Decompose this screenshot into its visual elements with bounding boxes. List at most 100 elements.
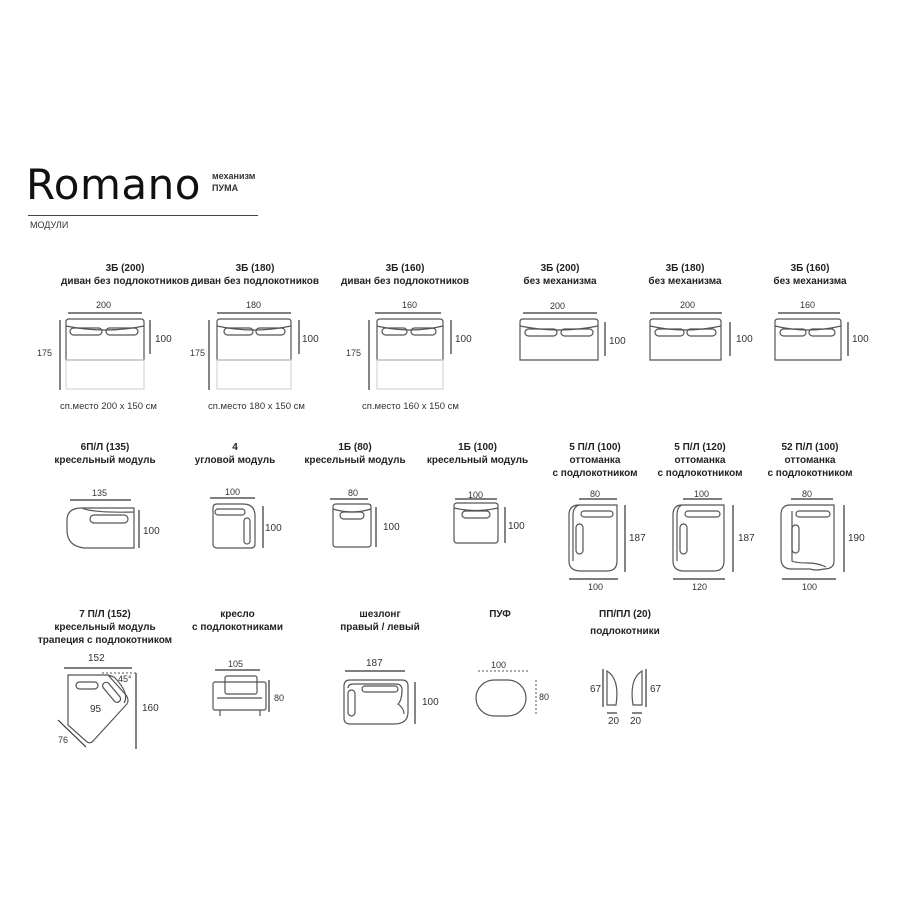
width-dim: 100: [225, 487, 241, 497]
open-depth-dim: 175: [37, 348, 53, 358]
depth-dim: 187: [629, 533, 646, 544]
depth-dim: 100: [143, 526, 160, 537]
module-desc: с подлокотниками: [192, 622, 283, 633]
module-code: 3Б (200): [105, 263, 145, 274]
right-height-dim: 67: [650, 684, 662, 695]
module-card: 3Б (160) без механизма: [755, 262, 865, 288]
module-code: 1Б (80): [338, 442, 372, 453]
module-desc: без механизма: [773, 276, 847, 287]
module-card: 3Б (180) без механизма: [630, 262, 740, 288]
depth-dim: 80: [539, 692, 550, 702]
sofa-drawing: [368, 312, 452, 390]
depth-dim: 100: [265, 523, 282, 534]
module-desc: без механизма: [523, 276, 597, 287]
brand-title: Romano: [26, 160, 201, 209]
module-card: 3Б (180) диван без подлокотников: [185, 262, 325, 288]
ottoman-drawing: [780, 498, 845, 580]
width-dim: 200: [96, 300, 112, 310]
width-dim: 80: [802, 489, 813, 499]
width-dim: 200: [680, 300, 696, 310]
sleep-area-note: сп.место 180 х 150 см: [208, 401, 305, 412]
pouf-drawing: [475, 670, 537, 717]
width-dim: 105: [228, 659, 244, 669]
module-code: 7 П/Л (152): [79, 609, 131, 620]
module-desc: угловой модуль: [194, 455, 276, 466]
open-depth-dim: 175: [346, 348, 362, 358]
module-code: 3Б (160): [385, 263, 425, 274]
module-desc2: с подлокотником: [767, 468, 853, 479]
width-dim: 100: [491, 660, 507, 670]
module-desc: кресельный модуль: [426, 455, 529, 466]
module-code: ПУФ: [489, 609, 511, 620]
module-card: 1Б (100) кресельный модуль: [420, 441, 535, 467]
width-dim: 160: [800, 300, 816, 310]
module-card: 6П/Л (135) кресельный модуль: [40, 441, 170, 467]
sleep-area-note: сп.место 200 х 150 см: [60, 401, 157, 412]
left-width-dim: 20: [608, 716, 620, 727]
open-depth-dim: 175: [190, 348, 206, 358]
sofa-drawing: [519, 312, 606, 361]
module-code: 5 П/Л (120): [674, 442, 726, 453]
depth-dim: 100: [736, 334, 753, 345]
width-dim: 80: [590, 489, 601, 499]
module-code: 3Б (160): [790, 263, 830, 274]
module-desc2: трапеция с подлокотником: [37, 635, 173, 646]
header-divider: [28, 215, 258, 216]
width-dim: 100: [694, 489, 710, 499]
module-card: шезлонг правый / левый: [325, 608, 435, 634]
section-title: МОДУЛИ: [30, 220, 69, 230]
sofa-drawing: [649, 312, 731, 361]
armchair-module-drawing: [453, 498, 506, 544]
depth-dim: 100: [302, 334, 319, 345]
width-dim: 187: [366, 658, 383, 669]
mechanism-label: механизм: [212, 171, 256, 181]
sofa-drawing: [59, 312, 151, 390]
module-card: ПУФ: [470, 608, 530, 621]
ottoman-drawing: [568, 498, 626, 580]
module-desc: диван без подлокотников: [340, 276, 470, 287]
width-dim: 80: [348, 488, 359, 498]
module-code: 1Б (100): [458, 442, 497, 453]
module-desc: оттоманка: [674, 455, 726, 466]
depth-dim: 187: [738, 533, 755, 544]
module-card: 3Б (200) диван без подлокотников: [40, 262, 210, 288]
side-dim: 76: [58, 735, 69, 745]
armrests-drawing: [602, 669, 647, 714]
module-card: 4 угловой модуль: [185, 441, 285, 467]
width-dim: 135: [92, 488, 108, 498]
module-code: кресло: [220, 609, 255, 620]
width-dim: 200: [550, 301, 566, 311]
module-card: 5 П/Л (120) оттоманка с подлокотником: [645, 441, 755, 480]
module-desc[interactable]: подлокотники: [590, 626, 660, 637]
sleep-area-note: сп.место 160 х 150 см: [362, 401, 459, 412]
depth-dim: 190: [848, 533, 865, 544]
module-desc: кресельный модуль: [54, 622, 156, 633]
sofa-drawing: [774, 312, 849, 361]
module-code: 3Б (180): [235, 263, 275, 274]
sofa-drawing: [208, 312, 300, 390]
module-code: 6П/Л (135): [80, 442, 130, 453]
module-desc2: с подлокотником: [552, 468, 638, 479]
bottom-width-dim: 100: [802, 582, 818, 592]
corner-module-drawing: [210, 497, 264, 549]
depth-dim: 100: [508, 521, 525, 532]
depth-dim: 100: [455, 334, 472, 345]
mechanism-value: ПУМА: [212, 183, 239, 193]
module-desc: правый / левый: [340, 622, 420, 633]
module-code: 3Б (200): [540, 263, 580, 274]
module-card: 3Б (200) без механизма: [500, 262, 620, 288]
depth-dim: 80: [274, 693, 285, 703]
module-code: 5 П/Л (100): [569, 442, 621, 453]
depth-dim: 100: [383, 522, 400, 533]
module-card: 3Б (160) диван без подлокотников: [335, 262, 475, 288]
module-desc: оттоманка: [569, 455, 621, 466]
width-dim: 152: [88, 653, 105, 664]
ottoman-drawing: [672, 498, 734, 580]
module-code: ПП/ПЛ (20): [599, 609, 651, 620]
module-code: 3Б (180): [665, 263, 705, 274]
module-card: 1Б (80) кресельный модуль: [300, 441, 410, 467]
width-dim: 160: [402, 300, 418, 310]
module-desc: диван без подлокотников: [190, 276, 320, 287]
right-width-dim: 20: [630, 716, 642, 727]
depth-dim: 160: [142, 703, 159, 714]
